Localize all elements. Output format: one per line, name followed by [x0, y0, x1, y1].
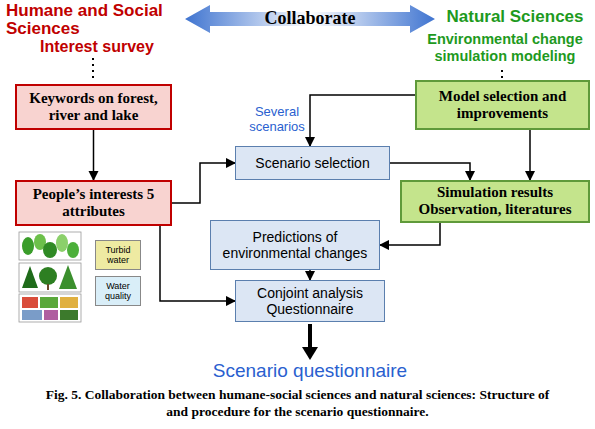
leaf — [22, 237, 34, 255]
tree — [22, 266, 38, 288]
node-text: Keywords on forest, river and lake — [21, 90, 166, 125]
output-label: Scenario questionnaire — [200, 360, 420, 382]
attribute-box: Turbid water — [95, 240, 141, 270]
collage-picture — [19, 294, 81, 322]
interest-box: People’s interests 5 attributes — [15, 180, 172, 226]
picture-frame — [19, 232, 81, 260]
photo-tile — [60, 310, 78, 320]
flow-arrow — [310, 95, 415, 146]
figure-caption: Fig. 5. Collaboration between humane-soc… — [45, 386, 550, 420]
tree — [39, 267, 57, 285]
model-box: Model selection and improvements — [415, 80, 590, 130]
model-box: Simulation results Observation, literatu… — [400, 180, 590, 223]
photo-tile — [40, 297, 58, 308]
note-label: Several scenarios — [244, 104, 310, 134]
process-box: Conjoint analysis Questionnaire — [235, 280, 385, 322]
picture-frame — [19, 263, 81, 292]
leaf — [43, 242, 57, 258]
node-text: Model selection and improvements — [421, 88, 584, 123]
node-text: People’s interests 5 attributes — [21, 186, 166, 221]
flow-arrow — [309, 270, 311, 280]
flow-arrow — [93, 130, 95, 180]
group-heading: Natural Sciences — [440, 7, 590, 27]
node-text: Predictions of environmental changes — [215, 229, 375, 261]
node-text: Water quality — [100, 281, 136, 302]
collaborate-label: Collaborate — [250, 7, 370, 29]
photo-tile — [44, 310, 58, 320]
flow-arrow — [390, 163, 470, 180]
dotted-leader — [92, 58, 94, 80]
flow-arrow — [380, 223, 440, 246]
tree-trunk — [47, 284, 49, 290]
node-text: Simulation results Observation, literatu… — [406, 184, 584, 219]
leaf — [56, 234, 68, 252]
leaf — [67, 242, 79, 258]
result-arrowhead — [302, 347, 318, 360]
trees-picture — [19, 263, 81, 292]
photo-tile — [60, 297, 78, 308]
group-heading: Humane and Social Sciences — [6, 2, 181, 38]
interest-box: Keywords on forest, river and lake — [15, 84, 172, 130]
photo-tile — [22, 310, 42, 320]
tree — [59, 265, 77, 289]
picture-frame — [19, 294, 81, 322]
dotted-leader — [501, 70, 503, 78]
flow-arrow — [529, 130, 531, 180]
group-subheading: Interest survey — [40, 38, 190, 56]
collaborate-arrow — [185, 5, 435, 33]
result-arrow — [308, 324, 312, 350]
attribute-box: Water quality — [95, 276, 141, 306]
process-box: Predictions of environmental changes — [210, 220, 380, 270]
flow-arrow — [172, 163, 235, 203]
node-text: Conjoint analysis Questionnaire — [240, 285, 380, 317]
node-text: Turbid water — [100, 245, 136, 266]
node-text: Scenario selection — [255, 155, 369, 171]
photo-tile — [22, 297, 38, 308]
group-subheading: Environmental change simulation modeling — [416, 31, 594, 65]
leaves-picture — [19, 232, 81, 260]
process-box: Scenario selection — [235, 146, 390, 180]
